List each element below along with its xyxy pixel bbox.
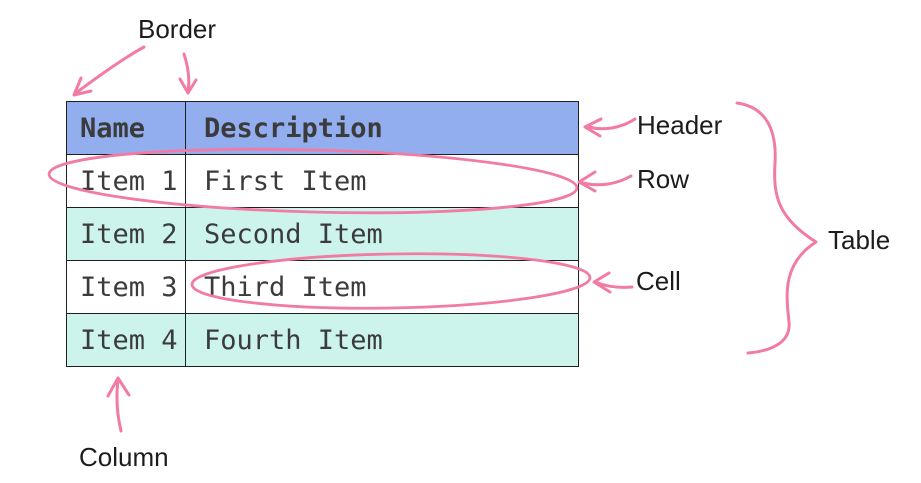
cell-label: Cell — [636, 266, 681, 296]
row-label: Row — [637, 164, 690, 194]
column-arrow-icon — [115, 378, 123, 433]
header-arrow-icon — [587, 117, 637, 131]
border-label: Border — [138, 14, 217, 44]
header-cell-name: Name — [66, 101, 186, 155]
row-arrow-head-icon — [577, 170, 597, 193]
cell-description: Fourth Item — [185, 313, 579, 367]
header-label: Header — [637, 110, 723, 140]
cell-arrow-head-icon — [592, 271, 612, 294]
column-label: Column — [79, 442, 169, 472]
cell-description: First Item — [185, 154, 579, 208]
demo-table: Name Description Item 1 First Item Item … — [66, 101, 579, 367]
border-arrow-diagonal-head-icon — [72, 76, 93, 97]
cell-name: Item 4 — [66, 313, 186, 367]
border-arrow-down-head-icon — [178, 77, 198, 95]
table-row: Item 2 Second Item — [66, 207, 579, 261]
cell-name: Item 2 — [66, 207, 186, 261]
table-row: Item 3 Third Item — [66, 260, 579, 314]
cell-name: Item 1 — [66, 154, 186, 208]
header-row: Name Description — [66, 101, 579, 155]
cell-description: Third Item — [185, 260, 579, 314]
header-arrow-head-icon — [583, 117, 603, 138]
row-arrow-icon — [581, 174, 633, 187]
cell-name: Item 3 — [66, 260, 186, 314]
header-cell-description: Description — [185, 101, 579, 155]
border-arrow-down-icon — [182, 52, 191, 93]
table-label: Table — [828, 225, 891, 255]
cell-description: Second Item — [185, 207, 579, 261]
table-row: Item 4 Fourth Item — [66, 313, 579, 367]
border-arrow-diagonal-icon — [74, 45, 146, 95]
cell-arrow-icon — [596, 281, 634, 289]
column-arrow-head-icon — [106, 376, 131, 398]
table-brace-icon — [735, 101, 818, 355]
table-row: Item 1 First Item — [66, 154, 579, 208]
